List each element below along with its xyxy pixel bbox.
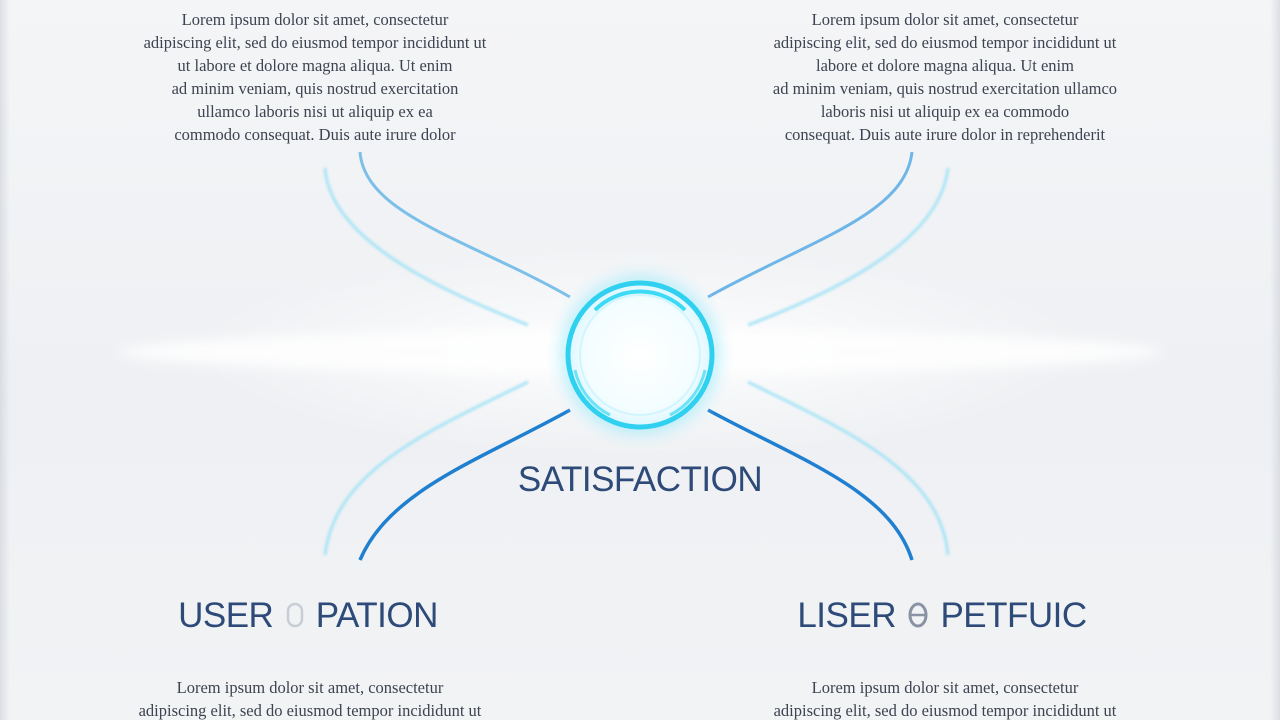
central-hub-ring: [545, 260, 735, 450]
left-title-part2: PATION: [315, 596, 439, 635]
bottom-left-description: Lorem ipsum dolor sit amet, consectetur …: [138, 678, 482, 720]
pill-icon: [286, 602, 303, 628]
left-title-part1: USER: [178, 596, 274, 635]
bottom-left-curve-outer: [323, 380, 529, 556]
top-left-curve-outer: [323, 167, 529, 327]
top-left-description: Lorem ipsum dolor sit amet, consectetur …: [143, 10, 487, 144]
bottom-right-curve-outer: [747, 380, 950, 556]
top-right-description: Lorem ipsum dolor sit amet, consectetur …: [772, 10, 1118, 144]
right-title-part2: PETFUIC: [940, 596, 1087, 635]
top-right-curve-outer: [747, 167, 950, 327]
bottom-left-curve-inner: [358, 408, 571, 561]
theta-icon: [908, 602, 928, 628]
bottom-right-description: Lorem ipsum dolor sit amet, consectetur …: [773, 678, 1117, 720]
left-edge-shadow: [0, 0, 10, 720]
top-left-curve-inner: [358, 151, 571, 299]
satisfaction-label: SATISFACTION: [517, 460, 763, 499]
right-section-title: LISER PETFUIC: [762, 596, 1122, 636]
left-section-title: USER PATION: [128, 596, 488, 636]
bottom-right-curve-inner: [707, 408, 914, 561]
right-title-part1: LISER: [797, 596, 896, 635]
top-right-curve-inner: [707, 151, 914, 299]
